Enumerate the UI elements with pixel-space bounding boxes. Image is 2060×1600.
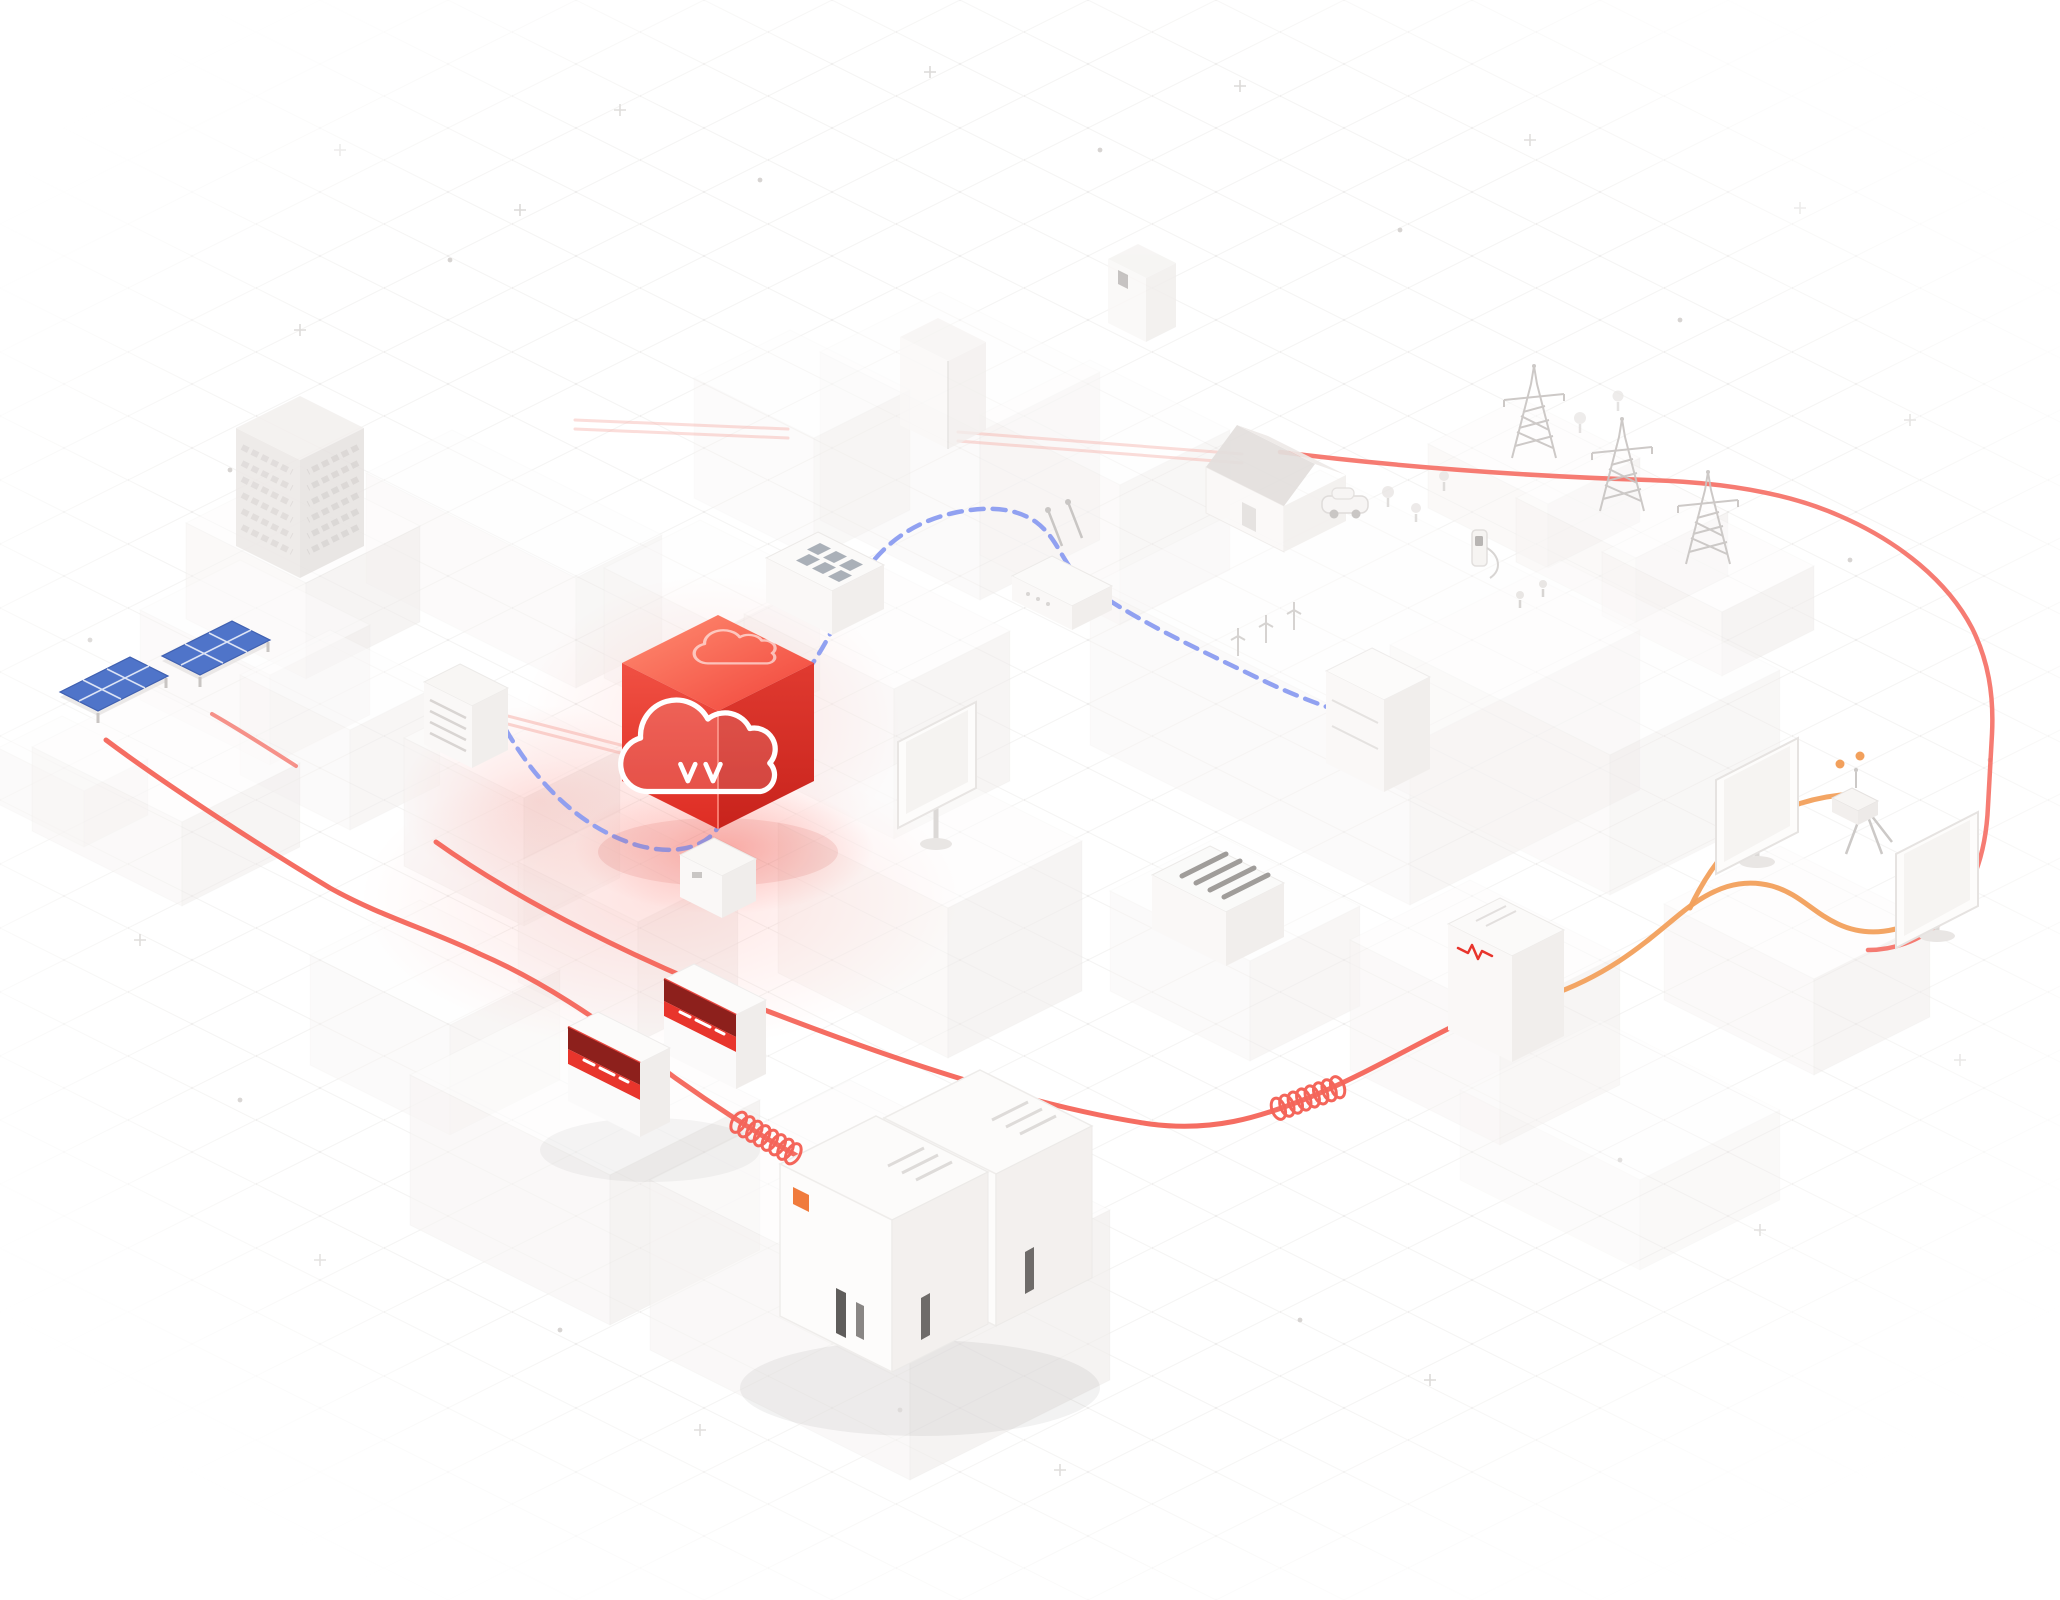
appliance bbox=[1108, 244, 1176, 342]
inverter-unit bbox=[1446, 897, 1566, 1062]
devices bbox=[58, 244, 1978, 1436]
vent-unit bbox=[1150, 845, 1286, 966]
solar-array bbox=[58, 620, 272, 723]
house bbox=[1205, 425, 1346, 553]
office-building bbox=[236, 396, 364, 578]
sensor-dot-icon bbox=[1855, 751, 1865, 761]
platform-block bbox=[1664, 846, 1930, 1075]
device-box bbox=[678, 837, 758, 918]
platform-block bbox=[1090, 470, 1640, 905]
car bbox=[1321, 487, 1369, 519]
power-pulse-icon bbox=[1456, 943, 1494, 961]
wind-turbines bbox=[1230, 602, 1302, 656]
cloud-icon bbox=[618, 697, 778, 795]
transmission-towers bbox=[1503, 363, 1739, 565]
meter-grid-icon bbox=[796, 543, 863, 582]
platform-block bbox=[1602, 506, 1814, 676]
tall-cabinet bbox=[900, 318, 986, 449]
power-line-faint-pair-3 bbox=[490, 710, 642, 760]
meter-panel bbox=[764, 531, 886, 635]
solar-panel bbox=[58, 656, 170, 723]
trees-icon bbox=[1574, 390, 1624, 433]
power-line-main-sweep bbox=[433, 839, 1551, 1129]
power-line-solar-spur bbox=[210, 712, 298, 768]
ev-charger bbox=[1471, 529, 1547, 608]
door-icon bbox=[1242, 502, 1256, 532]
power-line-faint-pair-2 bbox=[956, 430, 1244, 465]
charging-cable-icon bbox=[1486, 547, 1499, 579]
solar-panel bbox=[160, 620, 272, 687]
battery-cabinet bbox=[1324, 647, 1432, 792]
weather-station bbox=[1830, 751, 1893, 855]
platform-block bbox=[140, 560, 370, 765]
platform-block bbox=[694, 330, 910, 558]
platform-block bbox=[1460, 1020, 1780, 1270]
power-line-faint-pair-1 bbox=[573, 418, 790, 440]
control-panel bbox=[422, 663, 510, 768]
sensor-dot-icon bbox=[1835, 759, 1845, 769]
vent-slats-icon bbox=[1179, 851, 1271, 900]
cloud-cube bbox=[598, 615, 838, 886]
trees-icon bbox=[1382, 471, 1449, 522]
charger-screen-icon bbox=[1475, 536, 1483, 546]
wifi-router bbox=[1010, 499, 1114, 630]
coil-connector bbox=[1269, 1075, 1347, 1121]
antenna-icon bbox=[1046, 501, 1084, 547]
cloud-icon bbox=[692, 629, 777, 665]
platform-block bbox=[1390, 560, 1780, 895]
monitor bbox=[897, 700, 977, 850]
data-line-cloud-loop bbox=[503, 727, 725, 852]
building-windows-icon bbox=[240, 444, 294, 555]
